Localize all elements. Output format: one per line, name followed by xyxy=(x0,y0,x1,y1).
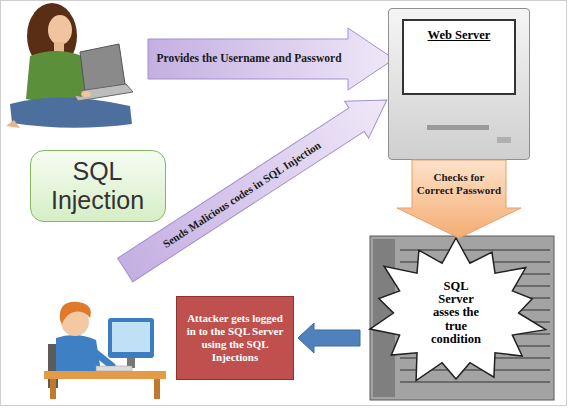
drive-slot xyxy=(427,125,489,130)
result-box: Attacker gets logged in to the SQL Serve… xyxy=(176,296,294,380)
sql-server-burst: SQL Server asses the true condition xyxy=(364,238,548,388)
node-text: Sends Malicious codes in SQL Injection xyxy=(160,138,322,250)
woman-illustration xyxy=(6,3,133,128)
frame xyxy=(1,1,567,406)
text-area: Attacker gets logged in to the SQL Serve… xyxy=(177,297,293,379)
text-area: Provides the Username and Password xyxy=(152,28,346,90)
result-arrow xyxy=(298,323,360,353)
text-area: SQL Injection xyxy=(31,151,164,220)
text-area: Web Server xyxy=(402,19,516,95)
power-button xyxy=(497,137,511,143)
attacker-illustration xyxy=(44,302,166,399)
sql-server-burst-shape xyxy=(370,238,546,381)
text-area: SQL Server asses the true condition xyxy=(425,258,487,368)
server-rack xyxy=(370,236,554,400)
request-arrow: Provides the Username and Password xyxy=(148,28,394,90)
request-arrow-shape xyxy=(148,28,394,90)
title-box: SQL Injection xyxy=(30,150,166,222)
web-server-monitor: Web Server xyxy=(388,8,530,160)
node-text: Attacker gets logged in to the SQL Serve… xyxy=(182,312,288,365)
node-text: Provides the Username and Password xyxy=(156,52,341,65)
node-text: Web Server xyxy=(428,28,491,42)
node-text: SQL Server asses the true condition xyxy=(425,280,487,346)
edge-label: Checks for Correct Password xyxy=(416,171,502,196)
attack-arrow-shape xyxy=(113,82,399,289)
node-text: SQL Injection xyxy=(31,157,164,215)
check-arrow xyxy=(397,160,521,238)
